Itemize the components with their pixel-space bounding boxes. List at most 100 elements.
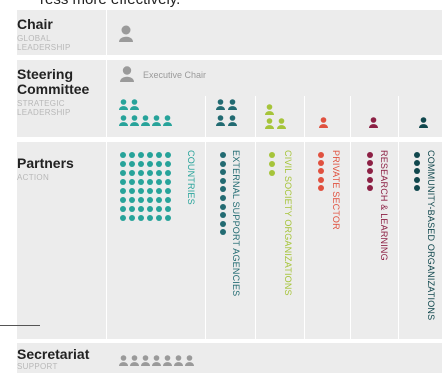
country-dot	[129, 197, 135, 203]
countries-steering-person-icon	[130, 99, 139, 110]
chair-section	[17, 10, 442, 55]
country-dot	[165, 161, 171, 167]
research-learning-label: RESEARCH & LEARNING	[379, 150, 389, 261]
country-dot	[120, 179, 126, 185]
column-divider-5	[398, 96, 399, 363]
private-sector-dot	[318, 152, 324, 158]
secretariat-section	[17, 343, 442, 373]
external-support-agencies-label: EXTERNAL SUPPORT AGENCIES	[231, 150, 241, 297]
secretariat-person-icon	[119, 355, 128, 366]
community-based-dot	[414, 176, 420, 183]
external-agency-dot	[220, 152, 226, 158]
column-divider-3	[304, 96, 305, 363]
countries-steering-person-icon	[130, 115, 139, 126]
countries-steering-person-icon	[119, 99, 128, 110]
partners-subtitle: ACTION	[17, 173, 50, 182]
secretariat-person-icon	[163, 355, 172, 366]
country-dot	[156, 161, 162, 167]
civil-society-steering-person-icon	[277, 118, 286, 129]
external-agency-dot	[220, 229, 226, 236]
country-dot	[120, 215, 126, 221]
chair-subtitle-1: GLOBAL	[17, 34, 51, 43]
country-dot	[138, 161, 144, 167]
column-divider-4	[350, 96, 351, 363]
country-dot	[156, 197, 162, 203]
external-agency-dot	[220, 160, 226, 167]
research-learning-dot	[367, 168, 373, 175]
external-agency-dot	[220, 195, 226, 201]
community-based-label: COMMUNITY-BASED ORGANIZATIONS	[426, 150, 436, 321]
research-learning-steering-person-icon	[369, 117, 378, 128]
research-learning-dot	[367, 184, 373, 191]
private-sector-dot	[318, 184, 324, 191]
country-dot	[138, 197, 144, 203]
external-agencies-steering-person-icon	[228, 115, 237, 126]
private-sector-steering-person-icon	[319, 117, 328, 128]
chair-divider	[106, 10, 107, 55]
country-dot	[147, 206, 153, 212]
partners-divider	[106, 142, 107, 363]
country-dot	[120, 206, 126, 212]
country-dot	[138, 206, 144, 212]
intro-fragment: ress more effectively.	[40, 0, 180, 8]
country-dot	[129, 152, 135, 158]
country-dot	[129, 206, 135, 212]
civil-society-dot	[269, 170, 275, 176]
community-based-dot	[414, 152, 420, 158]
country-dot	[120, 170, 126, 176]
country-dot	[147, 152, 153, 158]
partners-title: Partners	[17, 155, 74, 171]
country-dot	[156, 152, 162, 158]
secretariat-subtitle: SUPPORT	[17, 362, 58, 371]
steering-divider	[106, 60, 107, 137]
external-agency-dot	[220, 212, 226, 219]
private-sector-label: PRIVATE SECTOR	[331, 150, 341, 230]
column-divider-2	[255, 96, 256, 363]
country-dot	[138, 179, 144, 185]
community-based-steering-person-icon	[419, 117, 428, 128]
country-dot	[147, 170, 153, 176]
country-dot	[156, 170, 162, 176]
external-agencies-steering-person-icon	[228, 99, 237, 110]
country-dot	[147, 179, 153, 185]
section-gap-1	[17, 137, 442, 139]
country-dot	[165, 206, 171, 212]
countries-steering-person-icon	[119, 115, 128, 126]
country-dot	[156, 215, 162, 221]
community-based-dot	[414, 184, 420, 191]
community-based-dot	[414, 160, 420, 167]
secretariat-person-icon	[185, 355, 194, 366]
country-dot	[138, 188, 144, 194]
country-dot	[129, 188, 135, 194]
external-agency-dot	[220, 177, 226, 184]
private-sector-dot	[318, 160, 324, 167]
steering-title-2: Committee	[17, 81, 90, 97]
chair-subtitle-2: LEADERSHIP	[17, 43, 71, 52]
country-dot	[165, 152, 171, 158]
country-dot	[165, 197, 171, 203]
civil-society-dot	[269, 161, 275, 167]
civil-society-steering-person-icon	[265, 104, 274, 115]
country-dot	[165, 170, 171, 176]
steering-title-1: Steering	[17, 66, 74, 82]
secretariat-title: Secretariat	[17, 346, 90, 362]
private-sector-dot	[318, 168, 324, 175]
column-divider-1	[205, 96, 206, 363]
country-dot	[147, 188, 153, 194]
country-dot	[138, 170, 144, 176]
external-agency-dot	[220, 169, 226, 176]
country-dot	[120, 197, 126, 203]
country-dot	[129, 179, 135, 185]
executive-chair-person-icon	[120, 66, 134, 82]
country-dot	[147, 215, 153, 221]
country-dot	[138, 215, 144, 221]
country-dot	[156, 179, 162, 185]
external-agency-dot	[220, 220, 226, 227]
private-sector-dot	[318, 176, 324, 183]
secretariat-person-icon	[152, 355, 161, 366]
country-dot	[120, 161, 126, 167]
country-dot	[156, 206, 162, 212]
country-dot	[165, 179, 171, 185]
countries-label: COUNTRIES	[186, 150, 196, 205]
research-learning-dot	[367, 152, 373, 158]
